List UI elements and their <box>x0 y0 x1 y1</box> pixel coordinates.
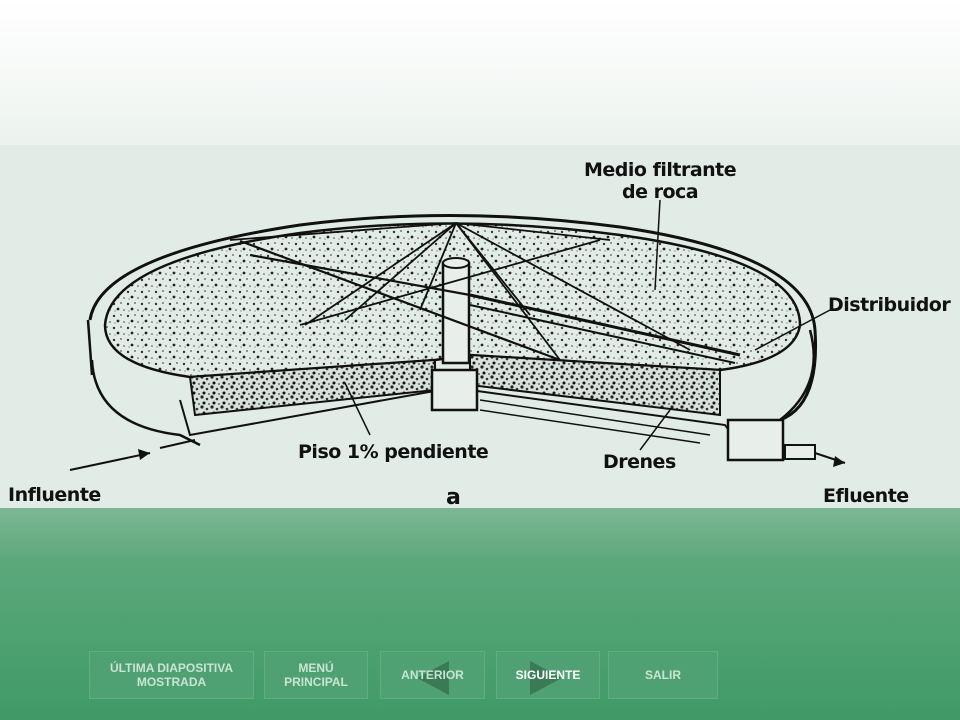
trickling-filter-diagram: Medio filtrante de roca Distribuidor Pis… <box>0 145 960 510</box>
last-slide-label: ÚLTIMA DIAPOSITIVA MOSTRADA <box>109 661 234 689</box>
last-slide-button[interactable]: ÚLTIMA DIAPOSITIVA MOSTRADA <box>89 651 254 699</box>
arrow-left-icon <box>417 661 449 695</box>
filter-drawing <box>69 199 846 471</box>
arrow-right-icon <box>530 661 562 695</box>
label-medio-filtrante: Medio filtrante de roca <box>584 159 737 203</box>
label-drenes: Drenes <box>603 451 676 473</box>
main-menu-label: MENÚ PRINCIPAL <box>284 661 348 689</box>
exit-button[interactable]: SALIR <box>608 651 718 699</box>
label-piso: Piso 1% pendiente <box>298 441 489 463</box>
next-label: SIGUIENTE <box>515 668 581 682</box>
label-influente: Influente <box>8 484 101 506</box>
label-distribuidor: Distribuidor <box>828 294 951 316</box>
next-button[interactable]: SIGUIENTE <box>496 651 600 699</box>
main-menu-button[interactable]: MENÚ PRINCIPAL <box>264 651 368 699</box>
label-figure-letter: a <box>446 485 461 510</box>
label-efluente: Efluente <box>823 485 909 507</box>
previous-label: ANTERIOR <box>401 668 464 682</box>
previous-button[interactable]: ANTERIOR <box>380 651 485 699</box>
exit-label: SALIR <box>645 668 681 682</box>
